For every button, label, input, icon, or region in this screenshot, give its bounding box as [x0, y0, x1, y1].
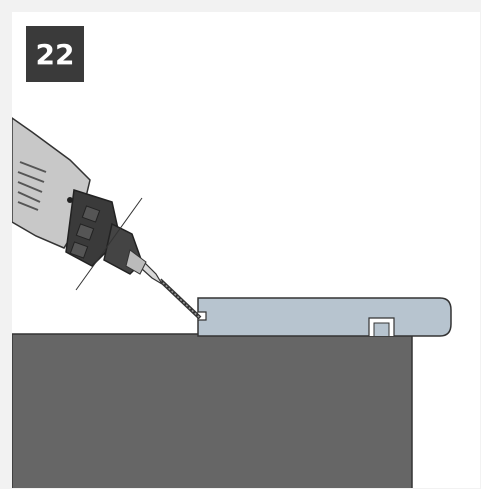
- installation-illustration: [12, 117, 452, 488]
- step-number-badge: 22: [26, 26, 84, 82]
- subfloor-icon: [12, 333, 413, 488]
- instruction-panel: 22: [12, 12, 480, 488]
- floor-board-icon: [197, 297, 452, 337]
- screw-icon: [158, 278, 202, 320]
- drill-icon: [12, 117, 163, 291]
